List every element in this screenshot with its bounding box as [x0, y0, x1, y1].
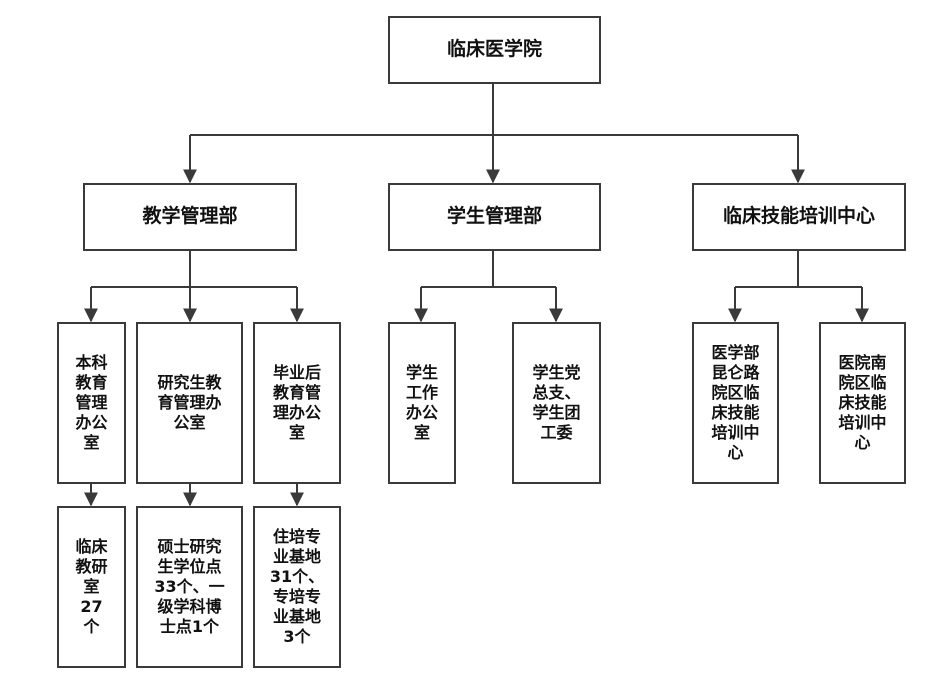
node-skills-center-label: 临床技能培训中心 [722, 205, 875, 228]
node-undergrad-detail: 临床 教研 室 27 个 [57, 506, 126, 668]
node-postgrad-office: 毕业后 教育管 理办公 室 [253, 322, 341, 484]
node-postgrad-detail-label: 住培专 业基地 31个、 专培专 业基地 3个 [269, 527, 325, 646]
node-student-work-office-label: 学生 工作 办公 室 [405, 363, 438, 442]
node-party-committee-label: 学生党 总支、 学生团 工委 [532, 363, 581, 442]
node-party-committee: 学生党 总支、 学生团 工委 [512, 322, 601, 484]
node-south-center-label: 医院南 院区临 床技能 培训中 心 [838, 353, 887, 452]
node-graduate-office: 研究生教 育管理办 公室 [136, 322, 243, 484]
node-graduate-office-label: 研究生教 育管理办 公室 [157, 373, 222, 432]
node-student-dept-label: 学生管理部 [446, 205, 542, 228]
node-skills-center: 临床技能培训中心 [692, 183, 906, 251]
node-teaching-dept-label: 教学管理部 [142, 205, 238, 228]
node-undergrad-office: 本科 教育 管理 办公 室 [57, 322, 126, 484]
node-graduate-detail-label: 硕士研究 生学位点 33个、一 级学科博 士点1个 [154, 537, 225, 636]
node-teaching-dept: 教学管理部 [83, 183, 297, 251]
node-south-center: 医院南 院区临 床技能 培训中 心 [819, 322, 906, 484]
node-graduate-detail: 硕士研究 生学位点 33个、一 级学科博 士点1个 [136, 506, 243, 668]
node-root: 临床医学院 [388, 16, 601, 84]
node-student-dept: 学生管理部 [388, 183, 601, 251]
node-undergrad-detail-label: 临床 教研 室 27 个 [75, 537, 108, 636]
node-postgrad-detail: 住培专 业基地 31个、 专培专 业基地 3个 [253, 506, 341, 668]
node-kunlun-center-label: 医学部 昆仑路 院区临 床技能 培训中 心 [711, 343, 760, 462]
node-undergrad-office-label: 本科 教育 管理 办公 室 [75, 353, 108, 452]
node-postgrad-office-label: 毕业后 教育管 理办公 室 [272, 363, 321, 442]
node-kunlun-center: 医学部 昆仑路 院区临 床技能 培训中 心 [692, 322, 779, 484]
node-student-work-office: 学生 工作 办公 室 [388, 322, 456, 484]
node-root-label: 临床医学院 [446, 38, 542, 61]
